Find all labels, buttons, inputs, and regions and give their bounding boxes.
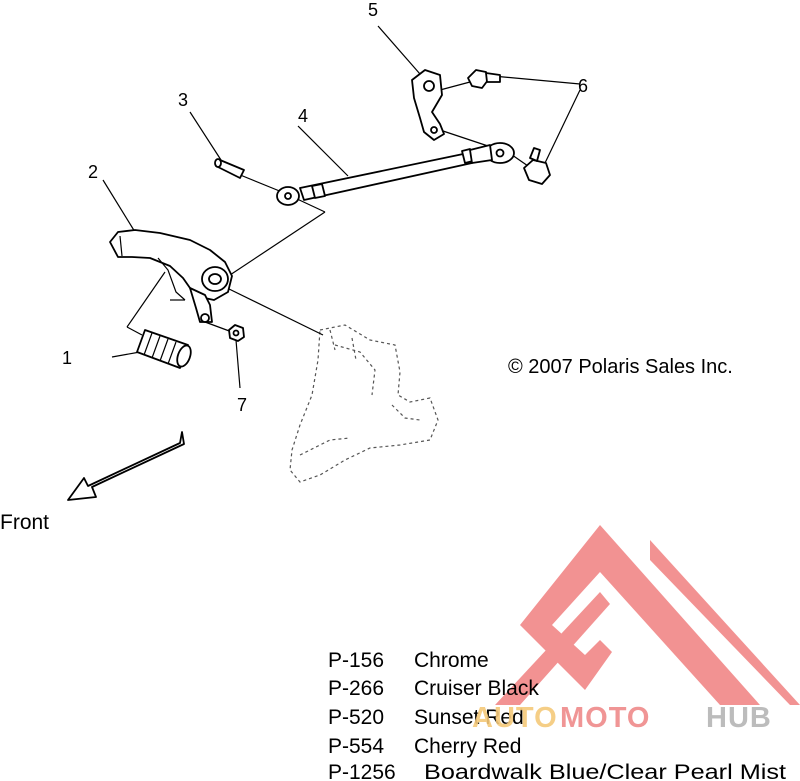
footrest-bracket-outline (289, 324, 439, 483)
parts-list: P-156 Chrome P-266 Cruiser Black P-520 S… (328, 649, 786, 781)
callout-1: 1 (62, 348, 72, 368)
part-finish-1: Chrome (414, 649, 489, 672)
part-finish-3: Sunset Red (414, 706, 524, 729)
watermark-brand: AUTO MOTO HUB (472, 702, 772, 734)
watermark-auto: AUTO (472, 702, 558, 734)
part-code-2: P-266 (328, 677, 384, 700)
part-code-5: P-1256 (328, 761, 396, 781)
callout-4: 4 (298, 106, 308, 126)
front-arrow-icon (67, 431, 185, 501)
leader-lines (102, 25, 581, 389)
watermark-logo-icon (495, 525, 800, 705)
callout-5: 5 (368, 0, 378, 20)
callout-2: 2 (88, 162, 98, 182)
shift-peg (136, 329, 192, 369)
bolt-lower (523, 147, 551, 185)
part-code-1: P-156 (328, 649, 384, 672)
bolt-upper (467, 69, 501, 89)
watermark-moto: MOTO (560, 702, 650, 734)
pivot-pin (214, 158, 245, 179)
part-code-3: P-520 (328, 706, 384, 729)
part-finish-5: Boardwalk Blue/Clear Pearl Mist (424, 761, 786, 781)
watermark-hub: HUB (706, 702, 772, 734)
copyright-text: © 2007 Polaris Sales Inc. (508, 356, 733, 378)
shift-rod (276, 142, 515, 206)
callout-3: 3 (178, 90, 188, 110)
callout-7: 7 (237, 395, 247, 415)
part-finish-2: Cruiser Black (414, 677, 539, 700)
part-code-4: P-554 (328, 735, 384, 758)
shift-lever (109, 229, 233, 323)
nut (228, 324, 245, 342)
upper-shift-arm (411, 69, 445, 141)
front-label: Front (0, 511, 49, 534)
part-finish-4: Cherry Red (414, 735, 521, 758)
callout-6: 6 (578, 76, 588, 96)
